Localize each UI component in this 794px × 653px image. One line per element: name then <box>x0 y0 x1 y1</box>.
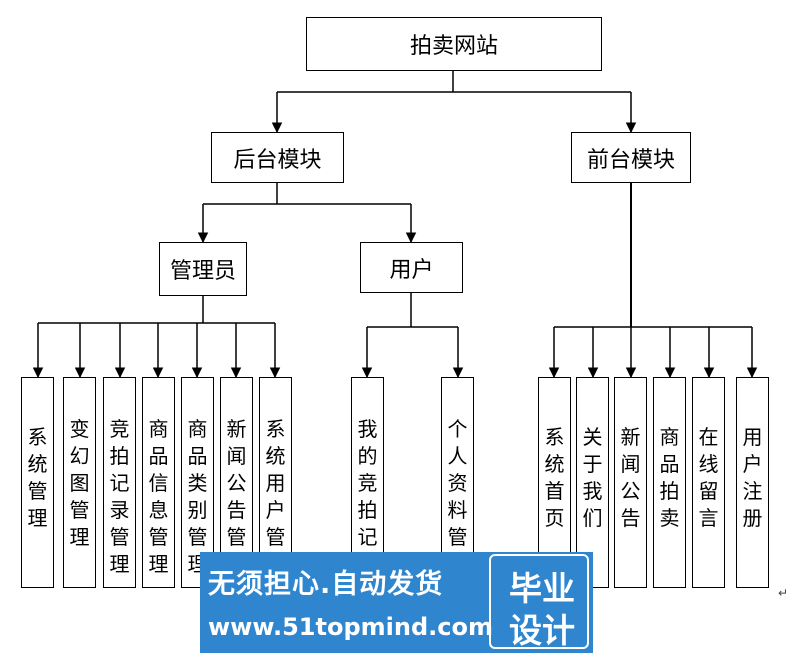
leaf-guestbook: 在线留言 <box>692 377 725 588</box>
watermark-slogan: 无须担心.自动发货 <box>208 569 444 600</box>
leaf-label: 系统首页 <box>544 425 565 530</box>
backend-node: 后台模块 <box>211 132 344 183</box>
leaf-bid-record-management: 竞拍记录管理 <box>103 377 136 588</box>
frontend-node: 前台模块 <box>571 132 691 183</box>
user-node: 用户 <box>360 242 463 293</box>
leaf-label: 系统管理 <box>27 425 48 530</box>
leaf-news-management: 新闻公告管理 <box>220 377 253 588</box>
leaf-product-info-management: 商品信息管理 <box>142 377 175 588</box>
leaf-label: 商品拍卖 <box>659 425 680 530</box>
leaf-auction: 商品拍卖 <box>653 377 686 588</box>
leaf-news: 新闻公告 <box>614 377 647 588</box>
leaf-label: 新闻公告 <box>620 425 641 530</box>
leaf-label: 个人资料管理 <box>447 417 468 576</box>
leaf-label: 新闻公告管理 <box>226 417 247 576</box>
leaf-label: 用户注册 <box>742 425 763 530</box>
root-node: 拍卖网站 <box>306 17 602 71</box>
leaf-label: 商品信息管理 <box>148 417 169 576</box>
watermark-badge-line2: 设计 <box>509 611 575 650</box>
leaf-register: 用户注册 <box>736 377 769 588</box>
leaf-label: 关于我们 <box>582 425 603 530</box>
admin-node: 管理员 <box>159 242 247 296</box>
paragraph-mark: ↵ <box>778 586 789 600</box>
watermark-badge-line1: 毕业 <box>509 569 575 608</box>
watermark-badge: 毕业 设计 <box>489 554 589 650</box>
leaf-system-management: 系统管理 <box>21 377 54 588</box>
leaf-carousel-management: 变幻图管理 <box>63 377 96 588</box>
leaf-label: 变幻图管理 <box>69 417 90 549</box>
leaf-label: 竞拍记录管理 <box>109 417 130 576</box>
watermark-url: www.51topmind.com <box>208 613 493 641</box>
watermark-banner: 无须担心.自动发货 www.51topmind.com 毕业 设计 <box>200 552 593 653</box>
leaf-label: 在线留言 <box>698 425 719 530</box>
